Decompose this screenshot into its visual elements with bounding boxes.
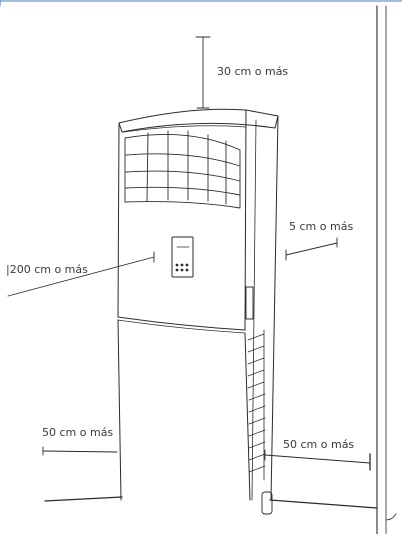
air-grille [124, 130, 241, 209]
floor [44, 496, 378, 509]
label-right-bottom-clearance: 50 cm o más [283, 438, 355, 451]
label-side-clearance: 5 cm o más [289, 220, 354, 233]
air-conditioner-unit-icon [117, 108, 279, 515]
dimension-top [195, 36, 211, 109]
remote-control-panel-icon [171, 236, 194, 278]
wall [376, 5, 397, 534]
label-left-bottom-clearance: 50 cm o más [42, 426, 114, 439]
label-top-clearance: 30 cm o más [217, 65, 289, 78]
side-vents [247, 329, 266, 481]
label-front-clearance: |200 cm o más [6, 263, 88, 276]
dimension-front [7, 251, 155, 297]
dimension-right-side [285, 237, 338, 261]
dimension-right-bottom [264, 449, 371, 471]
dimension-left-bottom [42, 446, 118, 456]
